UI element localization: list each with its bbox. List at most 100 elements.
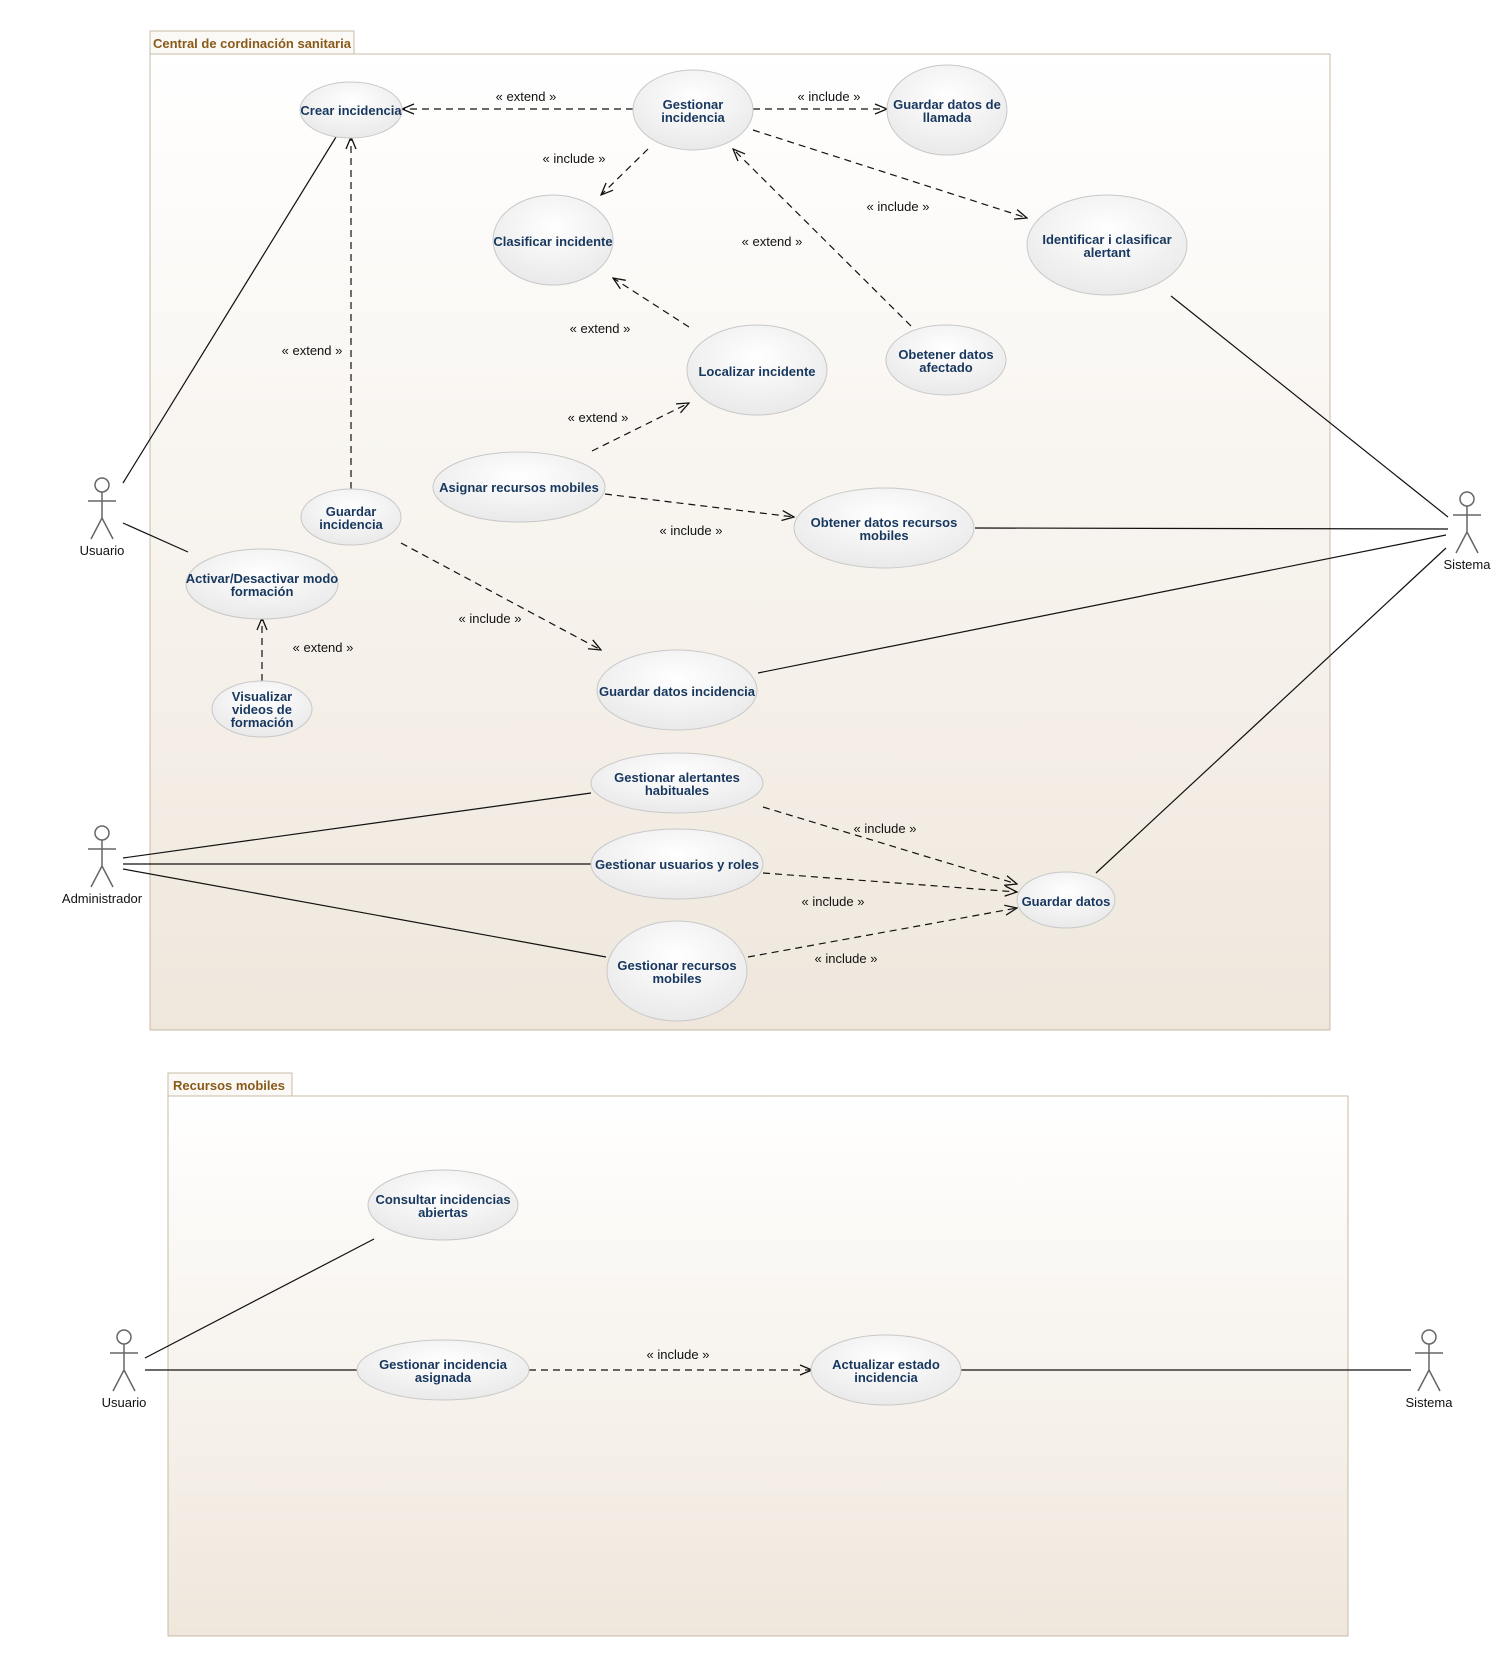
usecase-clasificar-incidente[interactable]: Clasificar incidente [492,194,614,286]
dependencies [262,109,1027,1370]
usecase-label: Clasificar incidente [493,234,612,249]
actor-sistema[interactable]: Sistema [1444,491,1492,572]
usecase-asignar-recursos-mobiles[interactable]: Asignar recursos mobiles [432,451,606,523]
actor-body [1415,1344,1443,1392]
usecase-label: Gestionar recursos [617,958,736,973]
usecase-label: Guardar datos de [893,97,1001,112]
actor-body [88,492,116,540]
actor-label: Administrador [62,891,143,906]
assoc-usuario2-consultar [144,1238,375,1359]
actor-administrador[interactable]: Administrador [62,825,143,906]
assoc-sistema-identificar [1170,295,1449,518]
usecase-label: Guardar datos [1022,894,1111,909]
usecase-label: Crear incidencia [300,103,402,118]
associations [122,136,1449,1371]
usecase-label: Identificar i clasificar [1042,232,1171,247]
actor-label: Sistema [1444,557,1492,572]
usecase-label: formación [231,715,294,730]
system-title: Central de cordinación sanitaria [153,36,352,51]
usecase-label: afectado [919,360,973,375]
actor-head [94,825,110,841]
usecase-label: Activar/Desactivar modo [186,571,339,586]
dep-label: « include » [798,89,861,104]
actor-label: Usuario [80,543,125,558]
usecase-label: llamada [923,110,972,125]
dep-label: « extend » [570,321,631,336]
usecase-label: abiertas [418,1205,468,1220]
actor-body [88,840,116,888]
usecase-guardar-datos-incidencia[interactable]: Guardar datos incidencia [596,649,758,731]
svg-text:Gestionar usuarios y roles: Gestionar usuarios y roles [595,857,759,872]
usecase-label: incidencia [319,517,383,532]
usecase-label: Actualizar estado [832,1357,940,1372]
usecase-label: Guardar [326,504,377,519]
usecase-label: Visualizar [232,689,292,704]
actor-usuario[interactable]: Usuario [80,477,125,558]
usecase-label: alertant [1084,245,1132,260]
dep-line [733,149,912,327]
dep-label: « include » [543,151,606,166]
usecase-guardar-datos[interactable]: Guardar datos [1016,871,1116,929]
actor-label: Usuario [102,1395,147,1410]
dep-label: « extend » [568,410,629,425]
actor-head [94,477,110,493]
assoc-sistema-guardar-datos [1095,547,1447,874]
actor-label: Sistema [1406,1395,1454,1410]
usecase-label: asignada [415,1370,472,1385]
assoc-sistema-guardar-datos-incidencia [757,534,1447,674]
assoc-admin-alertantes [122,792,592,859]
usecase-label: Gestionar alertantes [614,770,740,785]
usecase-label: formación [231,584,294,599]
usecase-label: Gestionar usuarios y roles [595,857,759,872]
actor-head [1459,491,1475,507]
assoc-admin-recursos [122,868,607,958]
actor-usuario-mobiles[interactable]: Usuario [102,1329,147,1410]
dep-label: « include » [867,199,930,214]
dep-label: « include » [854,821,917,836]
actor-sistema-mobiles[interactable]: Sistema [1406,1329,1454,1410]
usecase-gestionar-usuarios-roles[interactable]: Gestionar usuarios y roles [590,828,764,900]
usecase-label: incidencia [661,110,725,125]
usecase-label: mobiles [652,971,701,986]
dep-line [400,542,601,650]
dep-label: « extend » [496,89,557,104]
usecase-label: incidencia [854,1370,918,1385]
assoc-usuario-activar [122,522,189,553]
dep-line [762,872,1017,892]
usecase-label: Obetener datos [898,347,993,362]
svg-text:Guardar datos: Guardar datos [1022,894,1111,909]
system-boundary-mobiles: Recursos mobiles [167,1072,1349,1637]
actor-head [116,1329,132,1345]
svg-text:Crear incidencia: Crear incidencia [300,103,402,118]
usecase-crear-incidencia[interactable]: Crear incidencia [299,81,403,139]
usecase-label: mobiles [859,528,908,543]
usecase-label: Gestionar [663,97,724,112]
usecase-localizar-incidente[interactable]: Localizar incidente [686,324,828,416]
